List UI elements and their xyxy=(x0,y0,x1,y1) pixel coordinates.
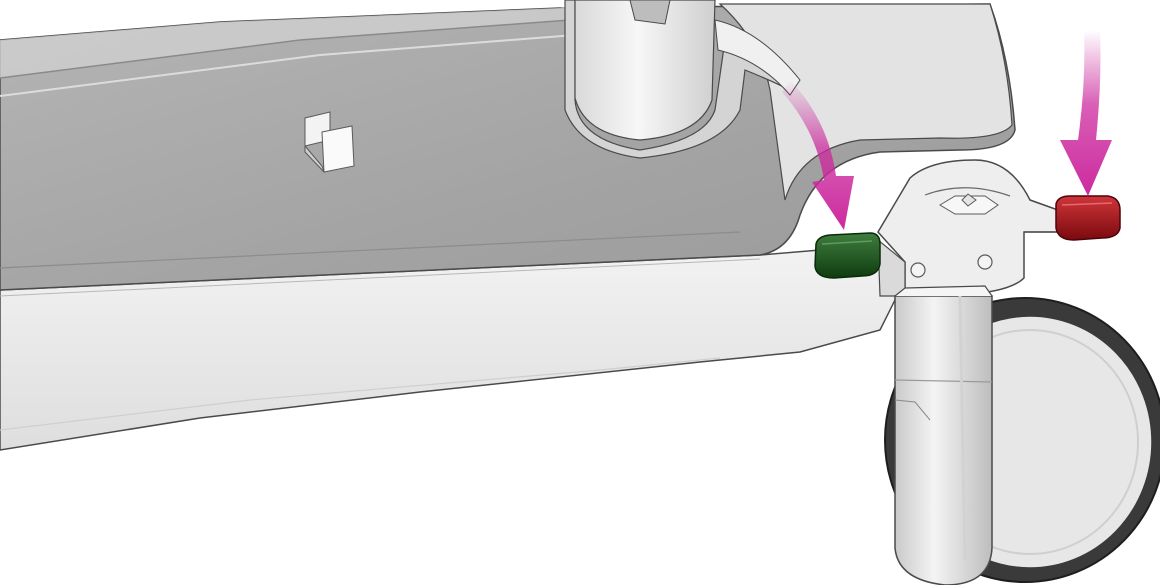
cart-base xyxy=(0,4,1015,450)
bracket-rivet-right xyxy=(978,255,992,269)
release-pedal xyxy=(1056,196,1120,240)
caster-bracket xyxy=(878,160,1058,296)
down-arrow-icon xyxy=(1060,30,1112,196)
release-pedal-arrow xyxy=(1060,30,1112,196)
bracket-rivet-left xyxy=(911,263,925,277)
caster-stem xyxy=(895,286,992,585)
lock-pedal xyxy=(815,233,880,278)
